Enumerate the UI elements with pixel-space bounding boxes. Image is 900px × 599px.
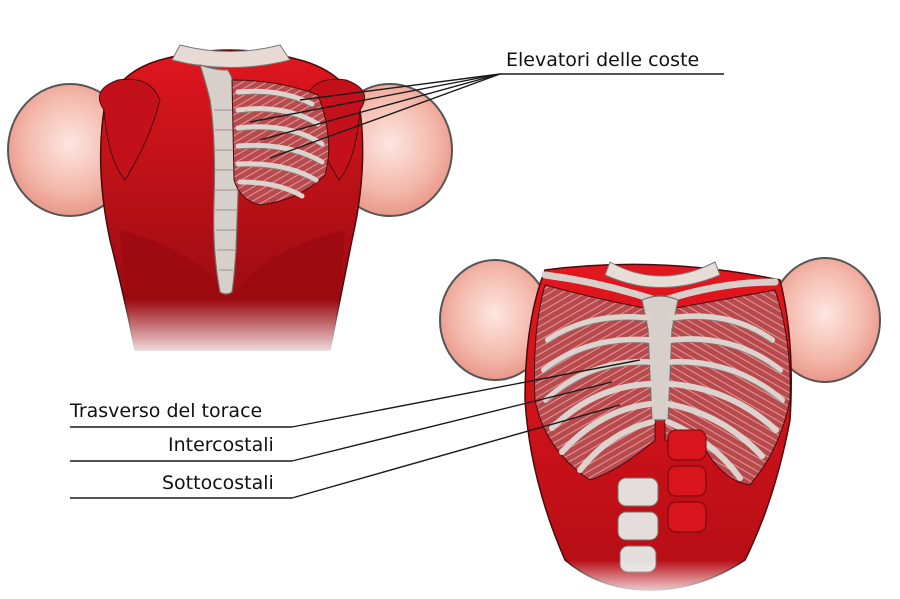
back-left-deltoid <box>98 78 161 181</box>
label-elevatori-delle-coste: Elevatori delle coste <box>506 49 700 71</box>
back-view-figure <box>7 44 453 360</box>
label-trasverso-del-torace: Trasverso del torace <box>70 400 263 422</box>
back-fade <box>100 300 380 360</box>
label-intercostali: Intercostali <box>168 434 274 456</box>
front-fade <box>520 560 810 599</box>
front-left-ribs <box>541 313 655 473</box>
back-rib-outlines <box>237 93 323 184</box>
front-neck <box>604 261 721 288</box>
front-sternum <box>641 295 679 421</box>
front-abdominals-muscle <box>667 429 707 533</box>
label-sottocostali: Sottocostali <box>162 472 274 494</box>
back-neck <box>171 44 291 68</box>
front-right-clavicle <box>661 278 779 304</box>
front-view-figure <box>439 257 881 599</box>
back-ribs <box>235 88 325 199</box>
front-rib-outlines <box>543 318 783 404</box>
front-abdominals-deep <box>617 477 659 573</box>
front-right-ribs <box>665 313 785 481</box>
leader-lines <box>70 73 724 499</box>
front-left-clavicle <box>541 271 659 304</box>
